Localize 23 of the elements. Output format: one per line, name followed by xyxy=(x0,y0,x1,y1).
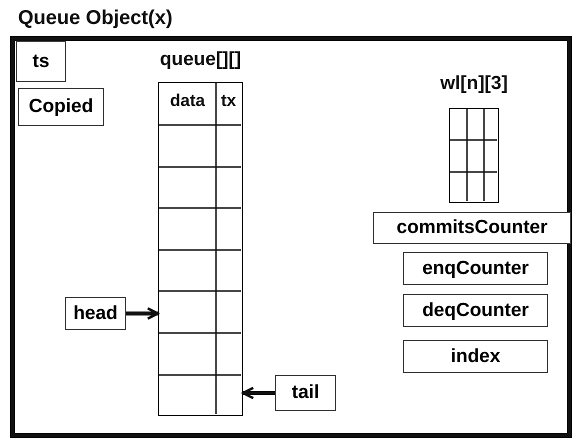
field-name: deqCounter xyxy=(422,300,529,322)
array-name: wl[n][3] xyxy=(440,73,508,95)
field-name: Copied xyxy=(28,96,94,118)
column-header: tx xyxy=(220,91,238,111)
field-name: head xyxy=(73,302,118,324)
arrow xyxy=(242,386,275,400)
field-box xyxy=(275,375,336,411)
field-box xyxy=(16,41,66,82)
array-name: queue[][] xyxy=(160,49,242,71)
arrow xyxy=(126,307,160,320)
field-name: commitsCounter xyxy=(396,217,548,239)
field-name: enqCounter xyxy=(422,258,529,280)
field-box xyxy=(373,212,571,244)
field-box xyxy=(18,88,104,126)
column-header: data xyxy=(169,91,206,111)
field-name: ts xyxy=(32,50,50,72)
field-box xyxy=(65,297,126,330)
field-box xyxy=(403,340,548,373)
field-box xyxy=(403,294,548,327)
field-name: tail xyxy=(292,382,320,404)
object-title: Queue Object(x) xyxy=(18,7,172,30)
field-box xyxy=(403,252,548,285)
field-name: index xyxy=(450,346,500,368)
